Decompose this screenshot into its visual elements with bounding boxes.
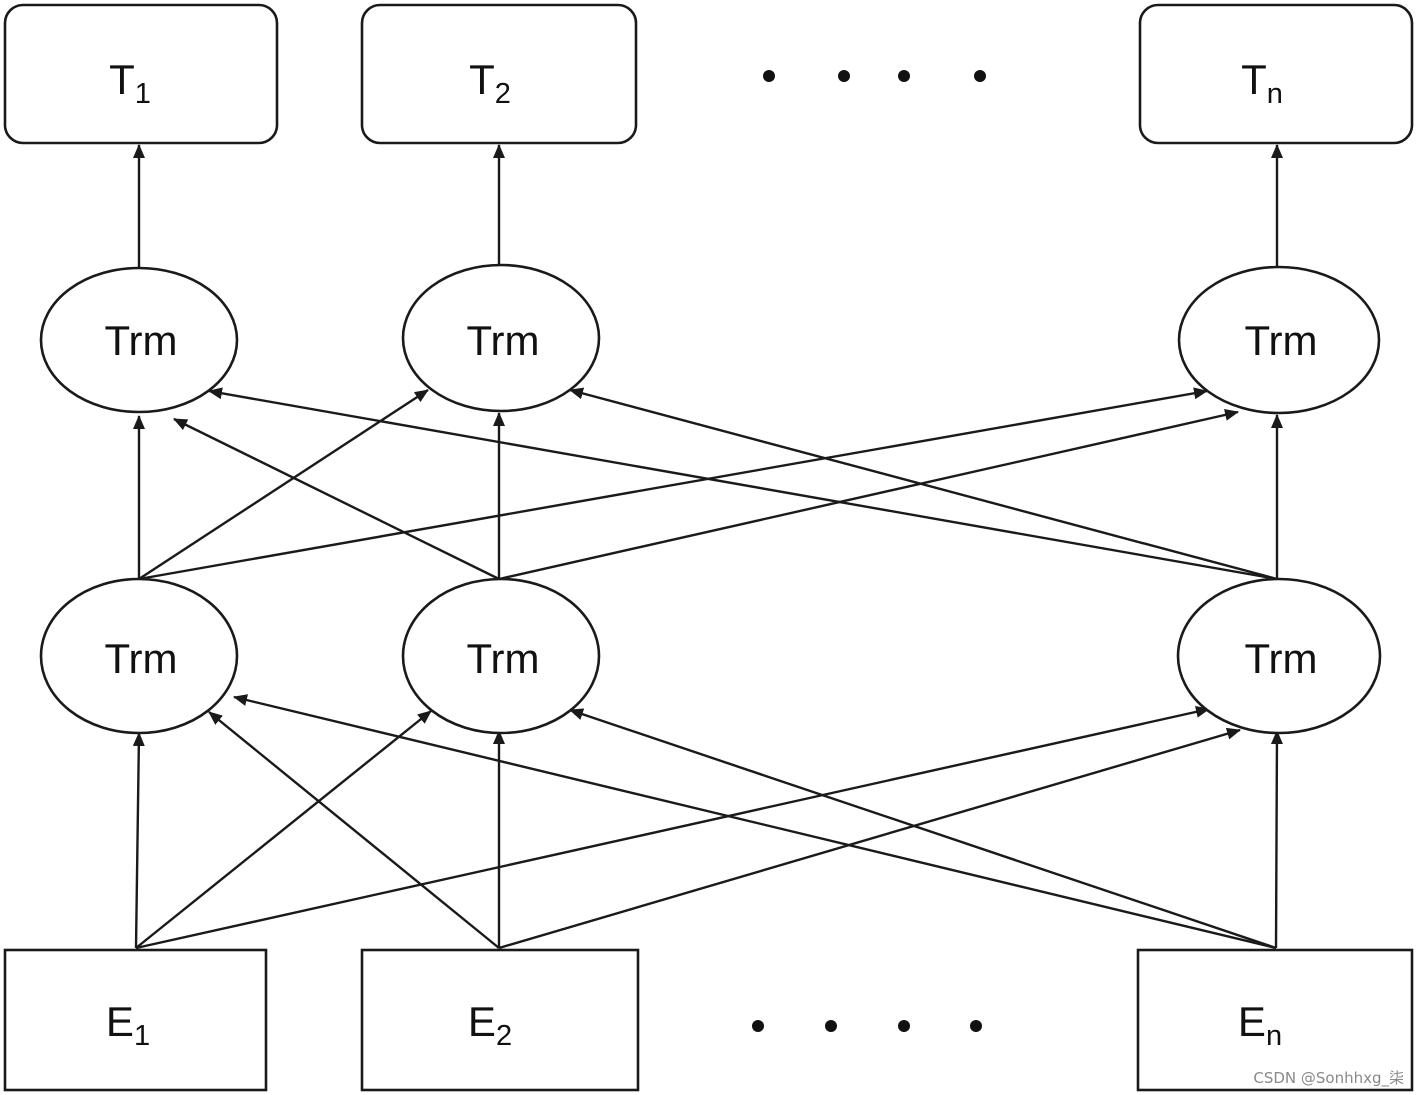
arrow-lower-2-to-upper-1 <box>173 417 500 581</box>
ellipsis-dot <box>825 1020 837 1032</box>
arrow-lower-n-to-upper-2 <box>569 387 1278 581</box>
lower-trm-node-n <box>1176 577 1382 735</box>
arrow-lower-n-to-upper-1 <box>208 387 1278 581</box>
output-box-t2 <box>360 3 638 145</box>
lower-trm-node-1 <box>39 577 239 735</box>
upper-transformer-layer: Trm Trm Trm <box>39 263 1381 415</box>
output-label-t2: T2 <box>469 56 511 110</box>
arrow-e2-to-lower-n <box>498 727 1241 950</box>
lower-trm-node-2 <box>401 577 601 735</box>
output-label-t1: T1 <box>109 56 151 110</box>
upper-trm-label-n: Trm <box>1244 317 1317 364</box>
arrow-lower-1-to-upper-n <box>138 387 1208 581</box>
arrow-lower-2-to-upper-n <box>498 409 1239 581</box>
ellipsis-dot <box>752 1020 764 1032</box>
arrow-en-to-lower-2 <box>569 708 1277 950</box>
input-row: E1 E2 En <box>3 948 1414 1092</box>
arrow-e2-to-lower-1 <box>208 711 500 949</box>
input-box-en <box>1136 948 1414 1092</box>
output-row: T1 T2 Tn <box>3 3 1414 145</box>
lower-trm-label-n: Trm <box>1244 635 1317 682</box>
arrows-input-to-lower <box>132 694 1283 950</box>
ellipsis-dot <box>970 1020 982 1032</box>
input-box-e1 <box>3 948 268 1092</box>
arrow-en-to-lower-n <box>1270 730 1283 949</box>
arrow-e1-to-lower-1 <box>132 732 145 949</box>
output-box-t1 <box>3 3 279 145</box>
upper-trm-node-2 <box>401 263 601 413</box>
input-ellipsis-dots <box>752 1020 982 1032</box>
upper-trm-node-1 <box>39 266 239 414</box>
input-label-e2: E2 <box>468 998 512 1052</box>
arrow-e1-to-lower-2 <box>135 710 432 949</box>
output-ellipsis-dots <box>763 70 986 82</box>
ellipsis-dot <box>763 70 775 82</box>
lower-transformer-layer: Trm Trm Trm <box>39 577 1382 735</box>
upper-trm-node-n <box>1177 265 1381 415</box>
output-label-tn: Tn <box>1241 56 1283 110</box>
ellipsis-dot <box>838 70 850 82</box>
arrow-en-to-lower-1 <box>233 694 1277 950</box>
upper-trm-label-2: Trm <box>466 317 539 364</box>
input-label-en: En <box>1238 998 1282 1052</box>
ellipsis-dot <box>974 70 986 82</box>
arrow-lower-1-to-upper-2 <box>138 388 429 581</box>
ellipsis-dot <box>898 70 910 82</box>
input-label-e1: E1 <box>106 998 150 1052</box>
lower-trm-label-1: Trm <box>104 635 177 682</box>
arrows-lower-to-upper <box>133 387 1283 581</box>
input-box-e2 <box>360 948 640 1092</box>
lower-trm-label-2: Trm <box>466 635 539 682</box>
watermark-text: CSDN @Sonhhxg_柒 <box>1253 1069 1404 1088</box>
arrows-upper-to-output <box>133 144 1283 268</box>
ellipsis-dot <box>898 1020 910 1032</box>
upper-trm-label-1: Trm <box>104 317 177 364</box>
output-box-tn <box>1138 3 1414 145</box>
arrow-e1-to-lower-n <box>135 705 1210 950</box>
